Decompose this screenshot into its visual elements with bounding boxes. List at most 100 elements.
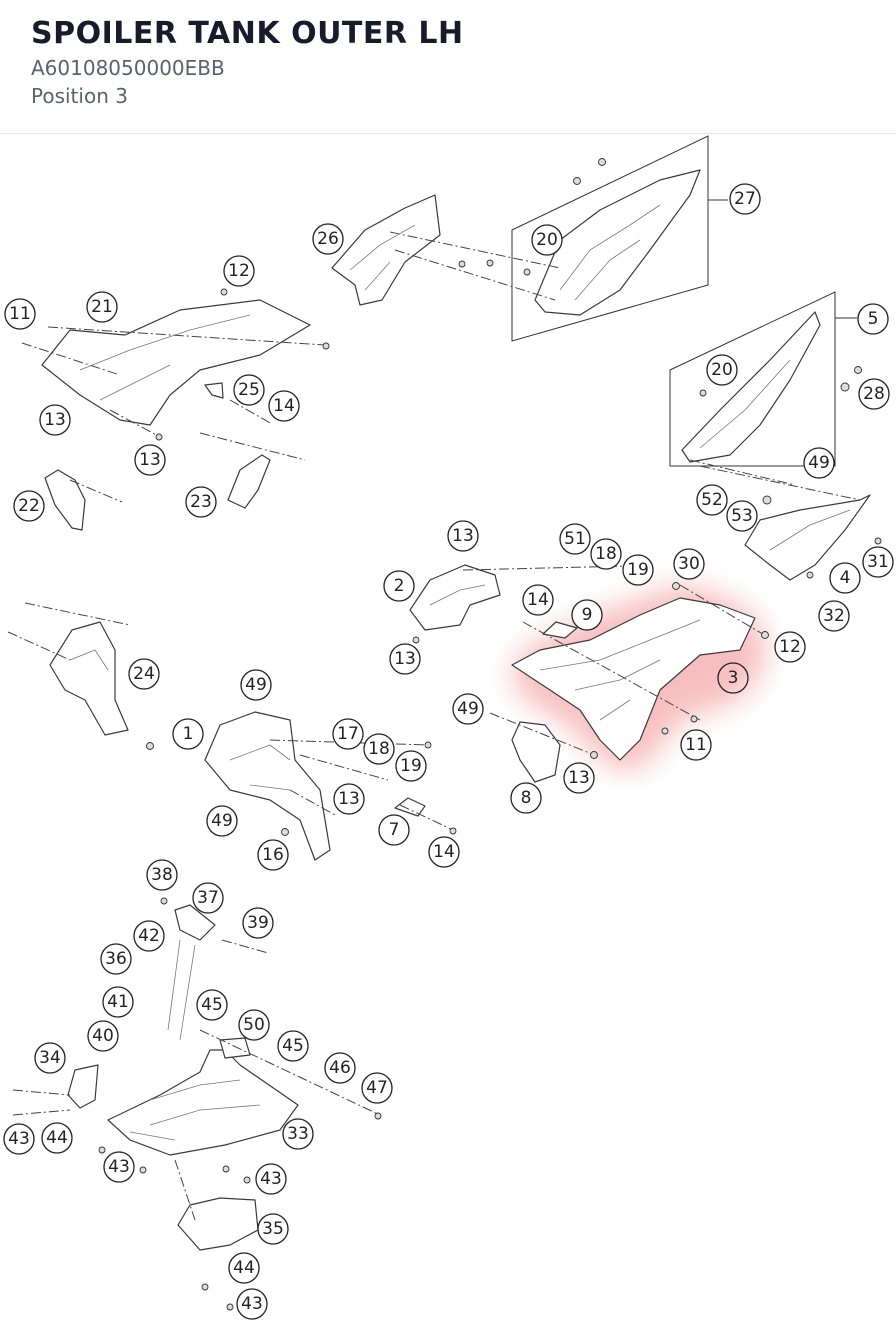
svg-text:27: 27 xyxy=(734,189,756,209)
callout-49[interactable]: 49 xyxy=(452,693,484,725)
callout-26[interactable]: 26 xyxy=(312,223,344,255)
callout-27[interactable]: 27 xyxy=(729,183,761,215)
callout-45[interactable]: 45 xyxy=(277,1030,309,1062)
callout-45[interactable]: 45 xyxy=(196,989,228,1021)
callout-18[interactable]: 18 xyxy=(363,733,395,765)
callout-8[interactable]: 8 xyxy=(510,782,542,814)
callout-19[interactable]: 19 xyxy=(622,554,654,586)
callout-11[interactable]: 11 xyxy=(680,729,712,761)
callout-51[interactable]: 51 xyxy=(559,523,591,555)
svg-text:43: 43 xyxy=(8,1129,30,1149)
group-left-fairing xyxy=(21,288,330,531)
callout-44[interactable]: 44 xyxy=(228,1252,260,1284)
svg-text:8: 8 xyxy=(521,788,532,808)
callout-14[interactable]: 14 xyxy=(268,390,300,422)
svg-text:5: 5 xyxy=(868,309,879,329)
callout-21[interactable]: 21 xyxy=(86,291,118,323)
exploded-parts-diagram: 27 26 20 5 20 28 12 11 21 25 14 13 13 22… xyxy=(3,135,894,1320)
part-position: Position 3 xyxy=(31,84,128,108)
callout-33[interactable]: 33 xyxy=(282,1118,314,1150)
callout-20[interactable]: 20 xyxy=(706,354,738,386)
group-rear-panel xyxy=(331,135,728,342)
callout-1[interactable]: 1 xyxy=(172,718,204,750)
callout-31[interactable]: 31 xyxy=(862,546,894,578)
callout-32[interactable]: 32 xyxy=(818,600,850,632)
callout-2[interactable]: 2 xyxy=(383,570,415,602)
callout-13[interactable]: 13 xyxy=(563,762,595,794)
svg-text:11: 11 xyxy=(685,735,707,755)
svg-text:24: 24 xyxy=(133,664,155,684)
callout-46[interactable]: 46 xyxy=(324,1052,356,1084)
svg-text:4: 4 xyxy=(840,568,851,588)
part-header: SPOILER TANK OUTER LH A60108050000EBB Po… xyxy=(0,0,896,134)
svg-text:30: 30 xyxy=(678,554,700,574)
callout-39[interactable]: 39 xyxy=(242,907,274,939)
svg-text:40: 40 xyxy=(92,1026,114,1046)
callout-12[interactable]: 12 xyxy=(774,631,806,663)
callout-43[interactable]: 43 xyxy=(255,1163,287,1195)
callout-4[interactable]: 4 xyxy=(829,562,861,594)
group-spoiler-tank xyxy=(409,562,769,783)
callout-20[interactable]: 20 xyxy=(531,224,563,256)
callout-44[interactable]: 44 xyxy=(41,1122,73,1154)
svg-text:26: 26 xyxy=(317,229,339,249)
callout-9[interactable]: 9 xyxy=(571,599,603,631)
callout-53[interactable]: 53 xyxy=(726,500,758,532)
callout-13[interactable]: 13 xyxy=(39,404,71,436)
callout-42[interactable]: 42 xyxy=(133,920,165,952)
callout-13[interactable]: 13 xyxy=(447,520,479,552)
callout-16[interactable]: 16 xyxy=(257,839,289,871)
callout-11[interactable]: 11 xyxy=(4,298,36,330)
callout-47[interactable]: 47 xyxy=(361,1072,393,1104)
svg-text:20: 20 xyxy=(536,230,558,250)
callout-38[interactable]: 38 xyxy=(146,859,178,891)
svg-text:18: 18 xyxy=(595,544,617,564)
callout-43[interactable]: 43 xyxy=(103,1151,135,1183)
callout-41[interactable]: 41 xyxy=(102,986,134,1018)
group-skid-plate xyxy=(12,897,382,1311)
svg-text:49: 49 xyxy=(245,675,267,695)
callout-19[interactable]: 19 xyxy=(395,750,427,782)
callout-24[interactable]: 24 xyxy=(128,658,160,690)
callout-28[interactable]: 28 xyxy=(858,378,890,410)
callout-34[interactable]: 34 xyxy=(34,1042,66,1074)
callout-14[interactable]: 14 xyxy=(522,584,554,616)
callout-35[interactable]: 35 xyxy=(257,1213,289,1245)
callout-13[interactable]: 13 xyxy=(134,444,166,476)
callout-17[interactable]: 17 xyxy=(332,718,364,750)
svg-text:43: 43 xyxy=(108,1157,130,1177)
svg-text:45: 45 xyxy=(282,1036,304,1056)
svg-text:20: 20 xyxy=(711,360,733,380)
callout-12[interactable]: 12 xyxy=(223,255,255,287)
callout-18[interactable]: 18 xyxy=(590,538,622,570)
callout-37[interactable]: 37 xyxy=(192,882,224,914)
callout-14[interactable]: 14 xyxy=(428,836,460,868)
svg-text:46: 46 xyxy=(329,1058,351,1078)
callout-50[interactable]: 50 xyxy=(238,1009,270,1041)
callout-13[interactable]: 13 xyxy=(389,643,421,675)
svg-text:22: 22 xyxy=(18,496,40,516)
callout-49[interactable]: 49 xyxy=(803,447,835,479)
callout-49[interactable]: 49 xyxy=(240,669,272,701)
callout-5[interactable]: 5 xyxy=(857,303,889,335)
callout-23[interactable]: 23 xyxy=(185,486,217,518)
svg-text:49: 49 xyxy=(457,699,479,719)
callout-49[interactable]: 49 xyxy=(206,805,238,837)
svg-text:39: 39 xyxy=(247,913,269,933)
callout-7[interactable]: 7 xyxy=(378,814,410,846)
svg-text:32: 32 xyxy=(823,606,845,626)
svg-text:36: 36 xyxy=(105,949,127,969)
callout-22[interactable]: 22 xyxy=(13,490,45,522)
svg-text:52: 52 xyxy=(701,490,723,510)
callout-13[interactable]: 13 xyxy=(333,783,365,815)
callout-52[interactable]: 52 xyxy=(696,484,728,516)
svg-text:9: 9 xyxy=(582,605,593,625)
callout-3-highlighted[interactable]: 3 xyxy=(717,662,749,694)
callout-43[interactable]: 43 xyxy=(236,1288,268,1320)
callout-25[interactable]: 25 xyxy=(233,374,265,406)
callout-36[interactable]: 36 xyxy=(100,943,132,975)
callout-40[interactable]: 40 xyxy=(87,1020,119,1052)
callout-43[interactable]: 43 xyxy=(3,1123,35,1155)
callout-30[interactable]: 30 xyxy=(673,548,705,580)
svg-text:12: 12 xyxy=(779,637,801,657)
